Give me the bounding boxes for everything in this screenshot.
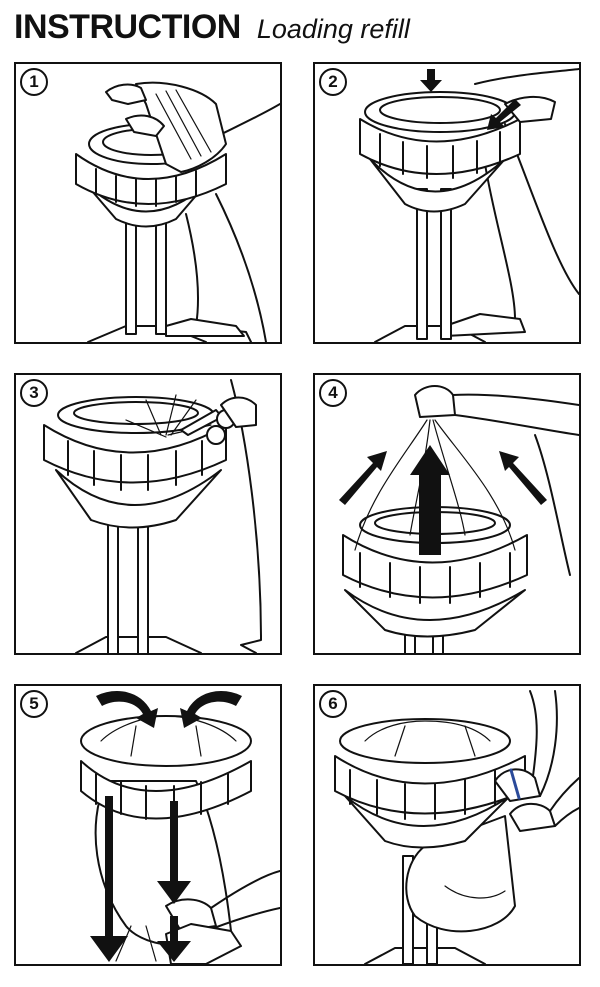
twist-tie-icon: [509, 768, 521, 800]
up-right-arrow-icon: [499, 451, 547, 505]
instruction-subtitle: Loading refill: [256, 14, 410, 44]
up-arrow-icon: [410, 445, 450, 555]
diagonal-arrow-icon: [487, 99, 521, 130]
curved-arrow-left-icon: [96, 691, 158, 728]
step-3-number: 3: [20, 379, 48, 407]
down-arrow-middle-icon: [157, 801, 191, 904]
step-6-illustration: [334, 690, 579, 964]
step-4-panel: 4: [313, 373, 581, 655]
holder-ring-bars: [379, 131, 501, 179]
step-5-number: 5: [20, 690, 48, 718]
curved-arrow-right-icon: [180, 691, 242, 728]
step-5-illustration: [80, 691, 280, 964]
holder-ring-bars: [95, 773, 229, 820]
up-left-arrow-icon: [339, 451, 387, 505]
step-6-panel: 6: [313, 684, 581, 966]
instruction-header: INSTRUCTION Loading refill: [14, 8, 410, 52]
instruction-title: INSTRUCTION: [14, 8, 241, 46]
step-3-panel: 3: [14, 373, 282, 655]
step-2-number: 2: [319, 68, 347, 96]
holder-ring-bars: [349, 769, 496, 820]
step-1-number: 1: [20, 68, 48, 96]
step-5-panel: 5: [14, 684, 282, 966]
step-4-number: 4: [319, 379, 347, 407]
step-3-illustration: [43, 379, 262, 653]
down-arrow-bottom-icon: [157, 916, 191, 962]
down-arrow-left-icon: [90, 796, 128, 962]
step-6-number: 6: [319, 690, 347, 718]
step-4-illustration: [339, 385, 579, 653]
holder-ring-bars: [67, 440, 203, 491]
holder-ring-bars: [95, 168, 197, 207]
step-1-illustration: [75, 81, 280, 342]
step-2-panel: 2: [313, 62, 581, 344]
step-1-panel: 1: [14, 62, 282, 344]
down-arrow-icon: [420, 69, 442, 92]
step-2-illustration: [359, 68, 579, 342]
holder-ring-bars: [359, 552, 511, 604]
